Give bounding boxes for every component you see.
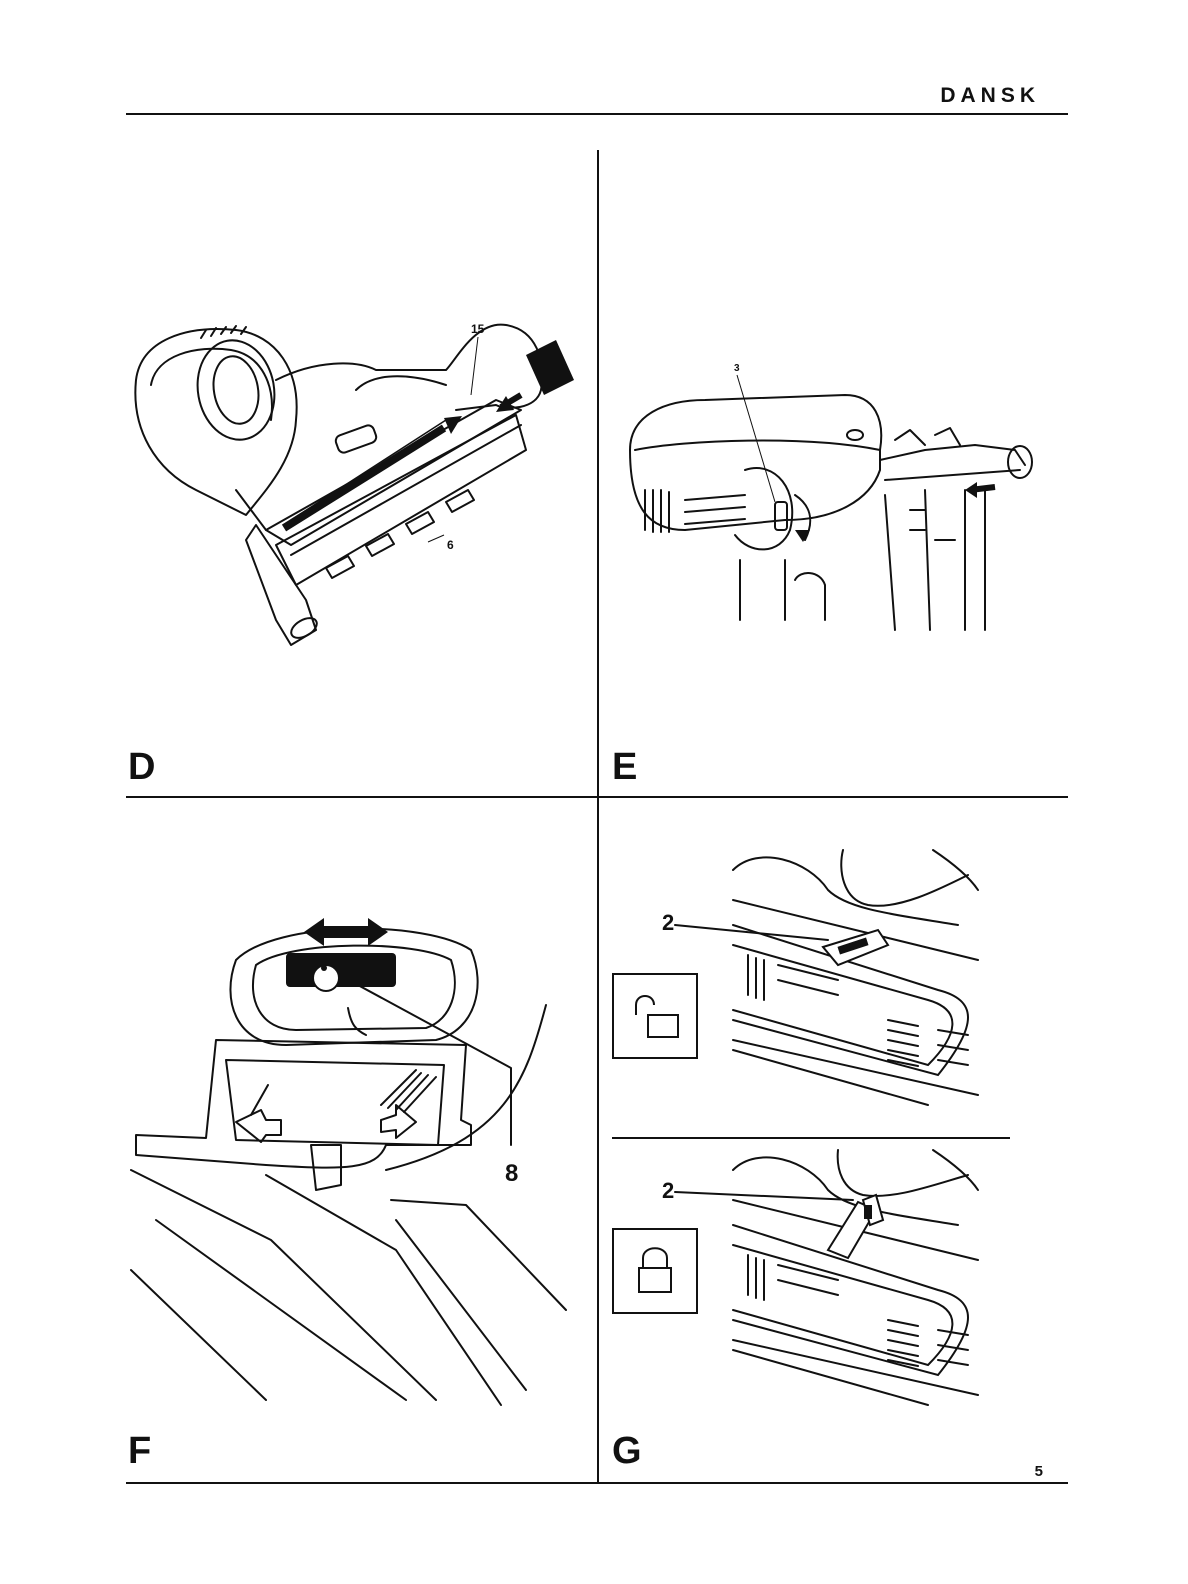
panel-f-illustration (126, 920, 596, 1450)
center-divider (597, 150, 599, 1483)
callout-3: 3 (734, 363, 740, 374)
panel-g-locked-illustration (678, 1150, 1008, 1415)
panel-letter-g: G (612, 1432, 642, 1470)
callout-6: 6 (447, 538, 454, 552)
panel-letter-d: D (128, 748, 155, 786)
callout-2-upper: 2 (662, 910, 674, 936)
page-number: 5 (1035, 1463, 1043, 1480)
callout-2-lower: 2 (662, 1178, 674, 1204)
panel-g-divider (612, 1137, 1010, 1139)
panel-g-unlocked-illustration (678, 850, 1008, 1115)
header-language: DANSK (940, 84, 1040, 108)
panel-letter-f: F (128, 1432, 151, 1470)
callout-8: 8 (505, 1160, 518, 1188)
middle-rule (126, 796, 1068, 798)
callout-15: 15 (471, 322, 484, 336)
bottom-rule (126, 1482, 1068, 1484)
panel-e-illustration (625, 390, 1045, 630)
panel-d-illustration (126, 300, 596, 680)
panel-letter-e: E (612, 748, 637, 786)
header-rule (126, 113, 1068, 115)
